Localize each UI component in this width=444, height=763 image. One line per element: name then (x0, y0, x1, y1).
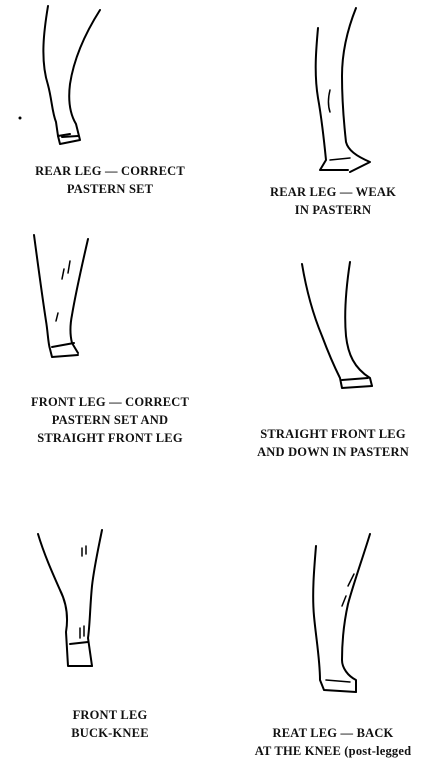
caption-line: REAR LEG — WEAK (222, 183, 444, 201)
caption-line: FRONT LEG — CORRECT (0, 393, 220, 411)
figure-front-leg-correct: FRONT LEG — CORRECT PASTERN SET AND STRA… (0, 225, 220, 460)
caption-line: PASTERN SET AND (0, 411, 220, 429)
caption-line: AT THE KNEE (post-legged (222, 742, 444, 760)
caption-rear-leg-weak: REAR LEG — WEAK IN PASTERN (222, 183, 444, 219)
caption-straight-front-leg: STRAIGHT FRONT LEG AND DOWN IN PASTERN (222, 425, 444, 461)
caption-line: PASTERN SET (0, 180, 220, 198)
figure-rear-leg-weak-pastern: REAR LEG — WEAK IN PASTERN (222, 0, 444, 230)
caption-front-leg-correct: FRONT LEG — CORRECT PASTERN SET AND STRA… (0, 393, 220, 447)
caption-line: REAR LEG — CORRECT (0, 162, 220, 180)
caption-line: STRAIGHT FRONT LEG (222, 425, 444, 443)
caption-front-leg-buck-knee: FRONT LEG BUCK-KNEE (0, 706, 220, 742)
caption-line: REAT LEG — BACK (222, 724, 444, 742)
caption-line: BUCK-KNEE (0, 724, 220, 742)
caption-line: STRAIGHT FRONT LEG (0, 429, 220, 447)
figure-rear-leg-back-at-knee: REAT LEG — BACK AT THE KNEE (post-legged (222, 520, 444, 763)
caption-line: AND DOWN IN PASTERN (222, 443, 444, 461)
caption-line: FRONT LEG (0, 706, 220, 724)
figure-straight-front-leg-down-pastern: STRAIGHT FRONT LEG AND DOWN IN PASTERN (222, 250, 444, 480)
figure-front-leg-buck-knee: FRONT LEG BUCK-KNEE (0, 520, 220, 763)
caption-line: IN PASTERN (222, 201, 444, 219)
figure-rear-leg-correct-pastern: REAR LEG — CORRECT PASTERN SET (0, 0, 220, 210)
caption-rear-leg-correct: REAR LEG — CORRECT PASTERN SET (0, 162, 220, 198)
caption-rear-leg-back-knee: REAT LEG — BACK AT THE KNEE (post-legged (222, 724, 444, 760)
